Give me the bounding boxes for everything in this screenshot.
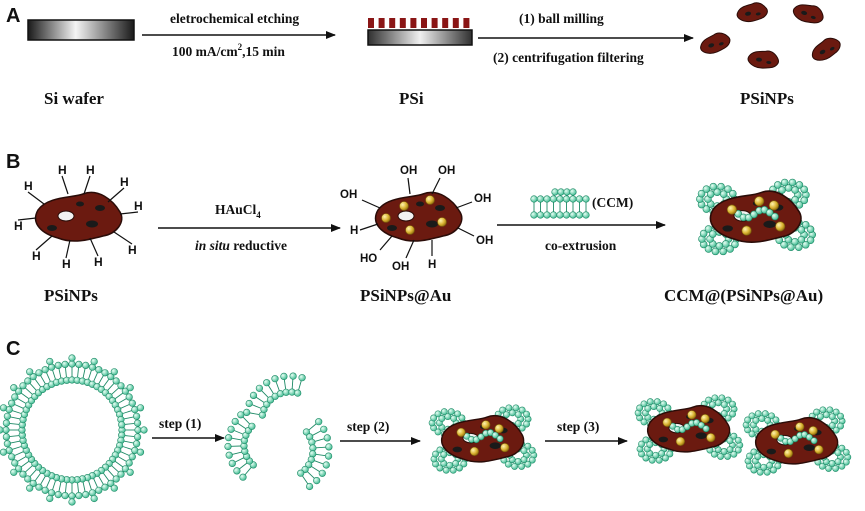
- reduction-text: in situ reductive: [195, 238, 287, 253]
- svg-text:H: H: [120, 175, 129, 189]
- svg-text:HO: HO: [360, 253, 377, 265]
- label-psinps-au: PSiNPs@Au: [360, 286, 451, 305]
- svg-text:OH: OH: [340, 189, 357, 201]
- current-density-text: 100 mA/cm2,15 min: [172, 42, 285, 59]
- svg-text:OH: OH: [476, 235, 493, 247]
- svg-text:H: H: [86, 163, 95, 177]
- svg-text:OH: OH: [474, 193, 491, 205]
- membrane-fragments: [225, 373, 333, 490]
- coextrusion-text: co-extrusion: [545, 238, 617, 253]
- svg-text:H: H: [62, 257, 71, 271]
- etching-text: eletrochemical etching: [170, 11, 299, 26]
- ccm-bilayer-icon: [531, 189, 590, 219]
- svg-text:H: H: [350, 225, 358, 237]
- label-psinps-a: PSiNPs: [740, 89, 794, 108]
- ccm-coated-nanoparticle-c1: [429, 405, 537, 474]
- svg-text:H: H: [128, 243, 137, 257]
- svg-text:H: H: [24, 179, 33, 193]
- panel-label-a: A: [6, 5, 20, 27]
- panel-label-b: B: [6, 151, 20, 173]
- psi-wafer: [368, 18, 472, 45]
- svg-text:OH: OH: [438, 165, 455, 177]
- svg-text:H: H: [428, 259, 436, 271]
- vesicle-bilayer-ring: [0, 355, 147, 506]
- panel-label-c: C: [6, 338, 20, 360]
- centrifugation-text: (2) centrifugation filtering: [493, 50, 644, 65]
- label-si-wafer: Si wafer: [44, 89, 104, 108]
- step3-label: step (3): [557, 419, 599, 434]
- svg-text:H: H: [58, 163, 67, 177]
- ccm-label: (CCM): [592, 195, 633, 210]
- ccm-coated-nanoparticle-b: [696, 179, 815, 255]
- svg-text:H: H: [14, 219, 23, 233]
- ball-milling-text: (1) ball milling: [519, 11, 604, 26]
- svg-text:H: H: [94, 255, 103, 269]
- step1-label: step (1): [159, 416, 201, 431]
- svg-text:H: H: [32, 249, 41, 263]
- label-psi: PSi: [399, 89, 424, 108]
- svg-text:OH: OH: [400, 165, 417, 177]
- reagent-text: HAuCl4: [215, 202, 261, 220]
- psinps-cluster: [698, 1, 844, 70]
- si-wafer: [28, 20, 134, 40]
- svg-text:OH: OH: [392, 261, 409, 273]
- ccm-coated-nanoparticle-c3: [743, 407, 851, 476]
- step2-label: step (2): [347, 419, 389, 434]
- svg-text:H: H: [134, 199, 143, 213]
- label-psinps-b: PSiNPs: [44, 286, 98, 305]
- ccm-coated-nanoparticle-c2: [635, 395, 743, 464]
- label-ccm-product: CCM@(PSiNPs@Au): [664, 286, 823, 305]
